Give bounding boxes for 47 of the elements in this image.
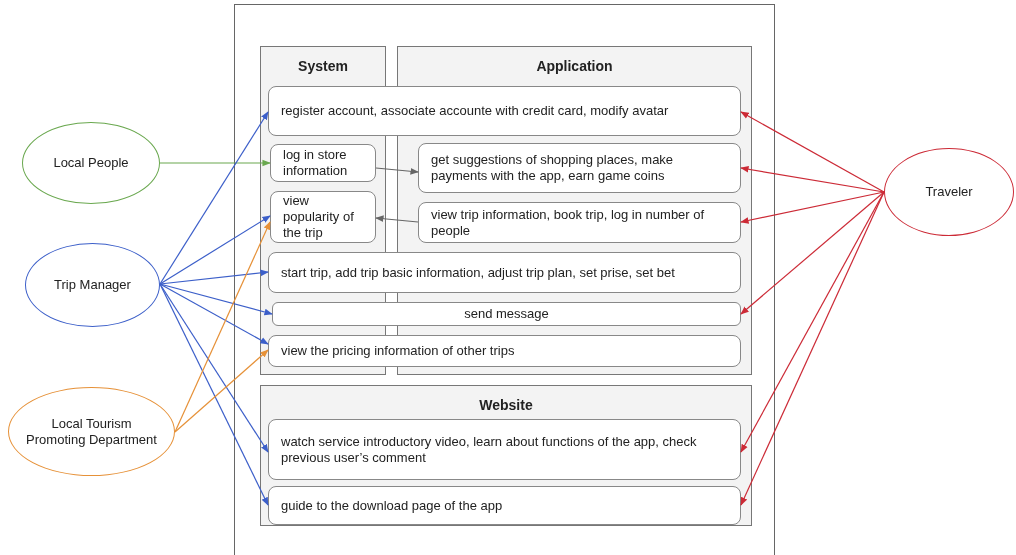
arrow xyxy=(159,283,269,345)
use-case-box xyxy=(268,335,741,367)
use-case-box xyxy=(418,143,741,193)
arrow xyxy=(740,111,885,193)
actor-label: Traveler xyxy=(925,184,973,200)
arrow xyxy=(174,349,269,433)
arrow xyxy=(740,191,885,453)
use-case-label: view trip information, book trip, log in number of people xyxy=(431,206,706,239)
arrow xyxy=(174,221,271,433)
use-case-label: start trip, add trip basic information, adjust trip plan, set prise, set bet xyxy=(281,264,675,281)
use-case-label: register account, associate accounte with credit card, modify avatar xyxy=(281,103,669,119)
use-case-label: watch service introductory video, learn about functions of the app, check previous user’s comment xyxy=(281,433,698,466)
actor-label: Local People xyxy=(53,155,129,171)
use-case-box xyxy=(418,202,741,243)
use-case-box xyxy=(268,86,741,136)
system-panel xyxy=(260,385,752,526)
arrow xyxy=(375,167,419,175)
use-case-label: view popularity of the trip xyxy=(283,193,355,241)
use-case-label: guide to the download page of the app xyxy=(281,497,503,514)
boundary-box xyxy=(234,4,775,555)
use-case-box xyxy=(268,419,741,480)
arrow xyxy=(159,215,271,285)
use-case-box xyxy=(270,144,376,182)
arrow xyxy=(159,283,273,316)
use-case-label: get suggestions of shopping places, make payments with the app, earn game coins xyxy=(431,152,675,184)
arrow xyxy=(740,165,885,193)
use-case-label: log in store information xyxy=(283,147,349,179)
arrow xyxy=(740,191,885,224)
panel-title: Application xyxy=(536,59,613,75)
arrow xyxy=(159,283,269,506)
arrow xyxy=(159,269,269,285)
panel-title: Website xyxy=(479,398,533,414)
arrow xyxy=(740,191,885,506)
use-case-label: view the pricing information of other trips xyxy=(281,343,515,359)
panel-title: System xyxy=(298,59,348,75)
arrow xyxy=(375,215,419,223)
use-case-box xyxy=(268,486,741,525)
use-case-box xyxy=(272,302,741,326)
use-case-label: send message xyxy=(464,306,549,322)
arrow xyxy=(159,283,269,453)
arrow xyxy=(159,111,269,285)
arrow xyxy=(159,159,271,167)
arrow xyxy=(740,191,885,315)
actor-label: Local Tourism Promoting Department xyxy=(25,415,158,448)
use-case-box xyxy=(270,191,376,243)
actor-label: Trip Manager xyxy=(54,277,131,293)
use-case-box xyxy=(268,252,741,293)
